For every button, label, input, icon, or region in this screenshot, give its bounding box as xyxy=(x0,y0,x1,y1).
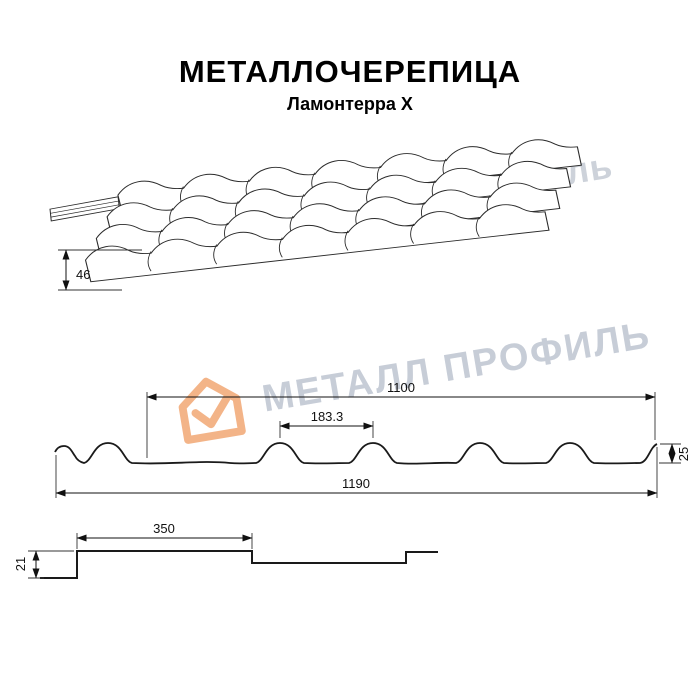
dimension-1190: 1190 xyxy=(55,447,658,498)
cross-section-drawing: 1100 183.3 25 1190 xyxy=(54,380,691,498)
dimension-46: 46 xyxy=(58,249,142,291)
page-subtitle: Ламонтерра Х xyxy=(287,94,413,114)
dim-1100-label: 1100 xyxy=(387,380,415,395)
perspective-roof-drawing xyxy=(49,134,583,283)
dimension-25: 25 xyxy=(659,443,691,464)
dim-183-label: 183.3 xyxy=(311,409,344,424)
dim-1190-label: 1190 xyxy=(342,476,370,491)
dimension-350: 350 xyxy=(76,521,253,549)
dimension-21: 21 xyxy=(13,550,74,579)
cross-section-profile-line xyxy=(54,442,658,465)
dim-21-label: 21 xyxy=(13,557,28,571)
page-title: МЕТАЛЛОЧЕРЕПИЦА xyxy=(178,54,522,89)
side-step-profile-drawing: 350 21 xyxy=(13,521,438,579)
dimension-1100: 1100 xyxy=(146,380,656,458)
dim-350-label: 350 xyxy=(153,521,175,536)
side-step-profile-line xyxy=(40,550,438,579)
dimension-183: 183.3 xyxy=(279,409,374,438)
watermark-main: МЕТАЛЛ ПРОФИЛЬ xyxy=(166,296,657,453)
metall-profil-logo-icon xyxy=(178,377,246,444)
dim-46-label: 46 xyxy=(76,267,90,282)
dim-25-label: 25 xyxy=(676,447,691,461)
starter-ridge-ribs xyxy=(50,200,120,218)
